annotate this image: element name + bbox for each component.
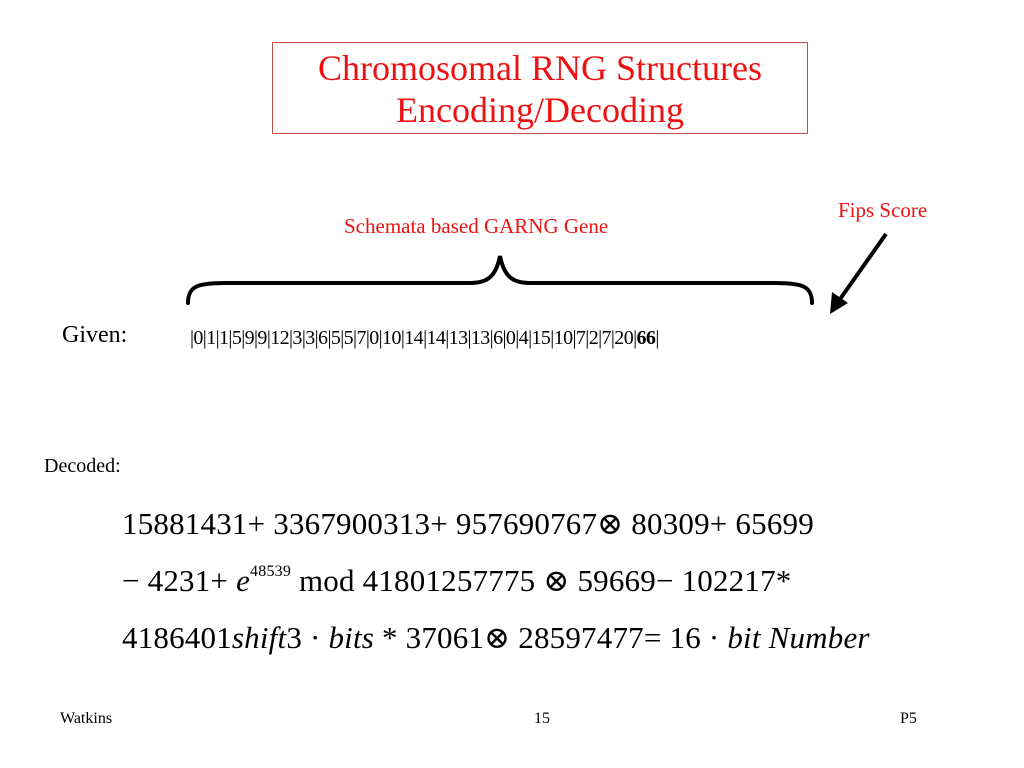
gene-string: |0|1|1|5|9|9|12|3|3|6|5|5|7|0|10|14|14|1… (190, 327, 659, 350)
eq2-part-b: mod 4180125777 (291, 563, 520, 598)
eq3-shift: shift (231, 620, 287, 655)
title-line-1: Chromosomal RNG Structures (318, 48, 762, 88)
arrow-icon (830, 232, 888, 314)
schemata-label: Schemata based GARNG Gene (344, 214, 609, 238)
eq3-part-c: * 37061⊗ 28597477= 16 · (374, 620, 728, 655)
footer-tag: P5 (900, 710, 917, 727)
eq2-part-c: 5 ⊗ 59669− 102217* (519, 563, 792, 598)
eq3-part-b: 3 · (286, 620, 329, 655)
gene-values: |0|1|1|5|9|9|12|3|3|6|5|5|7|0|10|14|14|1… (190, 327, 637, 349)
title-line-2: Encoding/Decoding (396, 90, 684, 130)
eq2-e: e (236, 563, 251, 598)
decoded-label: Decoded: (44, 455, 121, 477)
eq3-part-a: 4186401 (122, 620, 232, 655)
eq3-bit-number: bit Number (727, 620, 870, 655)
fips-score-value: 66 (636, 327, 656, 349)
equation-line-1: 15881431+ 3367900313+ 957690767⊗ 80309+ … (122, 506, 814, 541)
given-label: Given: (62, 322, 128, 348)
curly-brace-icon (186, 255, 814, 305)
slide-title: Chromosomal RNG Structures Encoding/Deco… (272, 42, 808, 134)
gene-end: | (655, 327, 659, 349)
fips-score-label: Fips Score (838, 198, 928, 222)
footer-author: Watkins (60, 710, 113, 727)
eq2-exponent: 48539 (250, 562, 292, 580)
equation-line-3: 4186401shift3 · bits * 37061⊗ 28597477= … (122, 620, 870, 656)
equation-line-2: − 4231+ e48539 mod 41801257775 ⊗ 59669− … (122, 563, 791, 599)
eq3-bits: bits (328, 620, 375, 655)
footer-page-number: 15 (534, 710, 550, 727)
eq2-part-a: − 4231+ (122, 563, 237, 598)
